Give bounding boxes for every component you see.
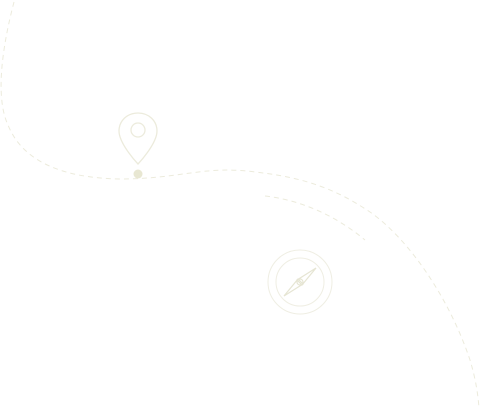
dashed-route-branch xyxy=(264,195,366,241)
compass-icon xyxy=(267,249,333,315)
map-pin-icon xyxy=(118,112,158,179)
